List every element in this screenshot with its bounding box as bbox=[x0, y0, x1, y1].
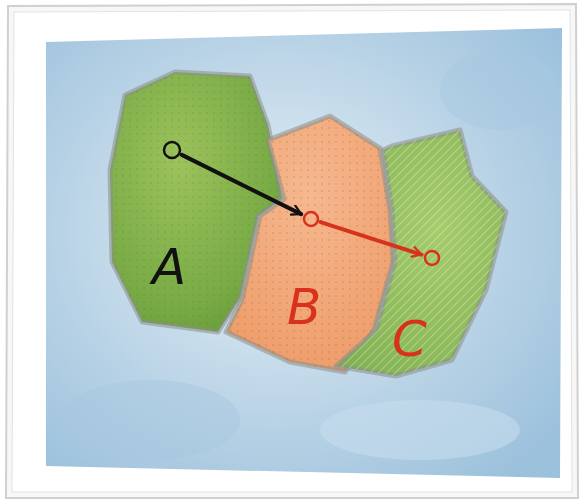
region-fill bbox=[226, 116, 393, 372]
end-point bbox=[425, 251, 439, 265]
movement-arrow bbox=[321, 222, 422, 255]
region-fill bbox=[336, 130, 506, 376]
movement-arrow bbox=[182, 155, 301, 214]
region-label: A bbox=[148, 240, 190, 294]
waypoint bbox=[304, 212, 318, 226]
map-region: C bbox=[325, 120, 515, 385]
start-point bbox=[164, 142, 180, 158]
region-label: C bbox=[388, 312, 431, 366]
region-texture bbox=[336, 130, 506, 376]
region-texture bbox=[226, 116, 393, 372]
region-label: B bbox=[283, 280, 325, 334]
